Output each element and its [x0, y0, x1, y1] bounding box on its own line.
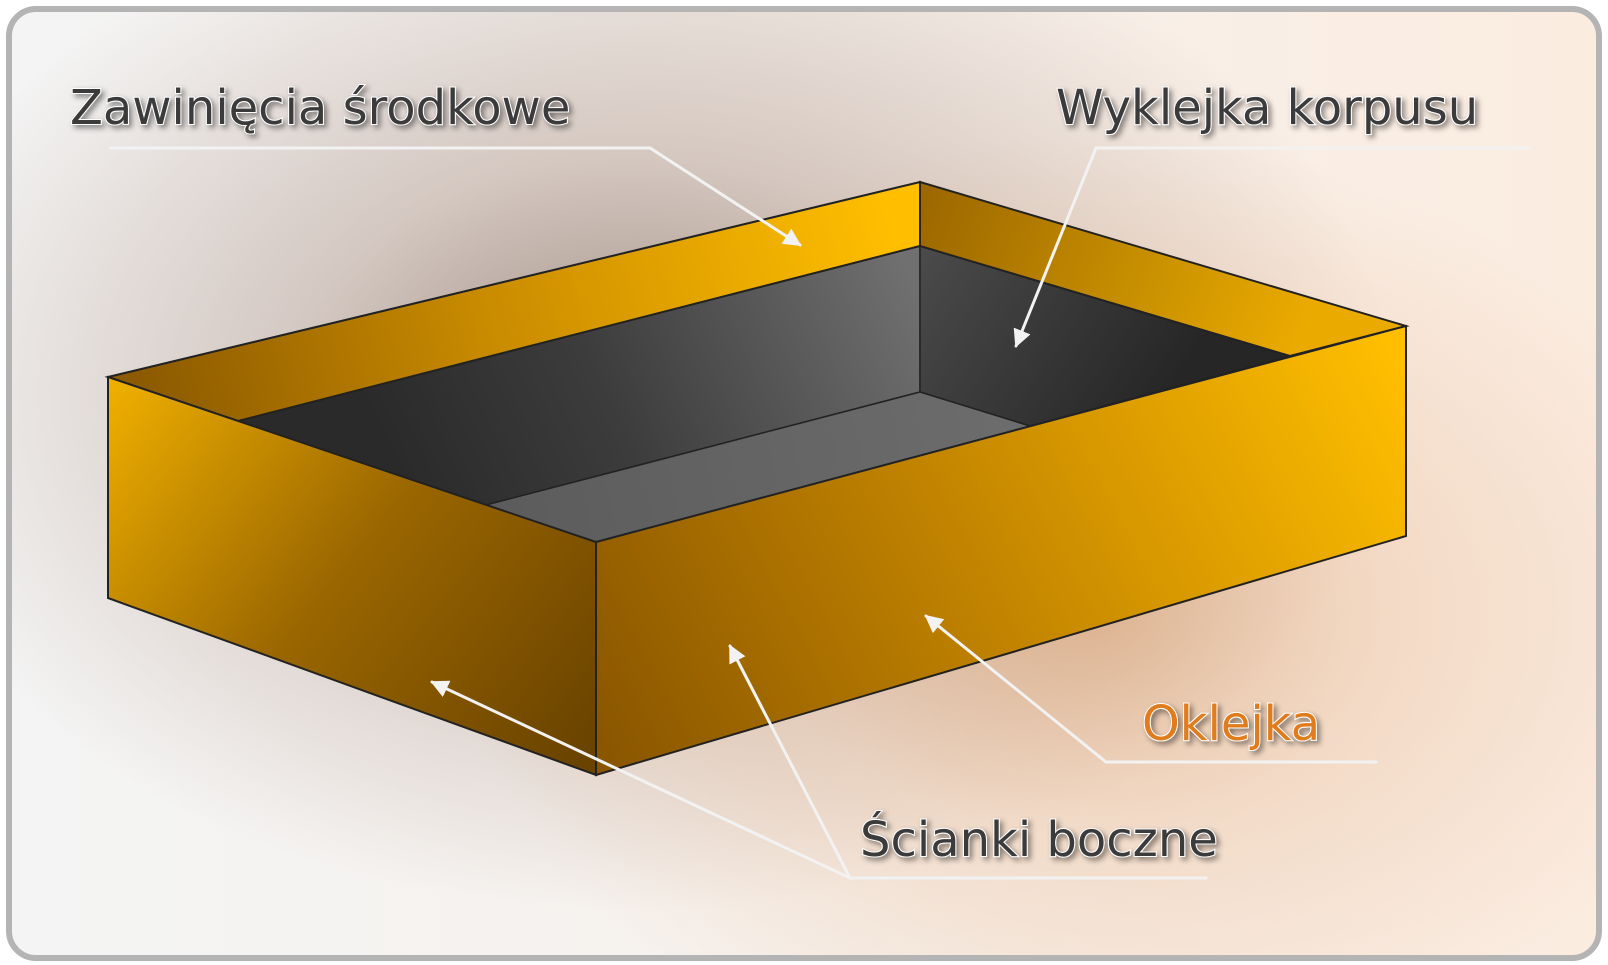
callout-body-lining — [1013, 146, 1530, 348]
label-covering: Oklejka — [1142, 696, 1320, 752]
front-right-covering — [595, 324, 1407, 777]
callout-side-walls-right — [728, 644, 852, 880]
label-body-lining: Wyklejka korpusu — [1056, 80, 1478, 136]
label-side-walls: Ścianki boczne — [860, 811, 1218, 868]
callout-center-wraps — [108, 146, 802, 247]
callout-covering — [924, 614, 1378, 764]
label-center-wraps: Zawinięcia środkowe — [70, 80, 570, 136]
